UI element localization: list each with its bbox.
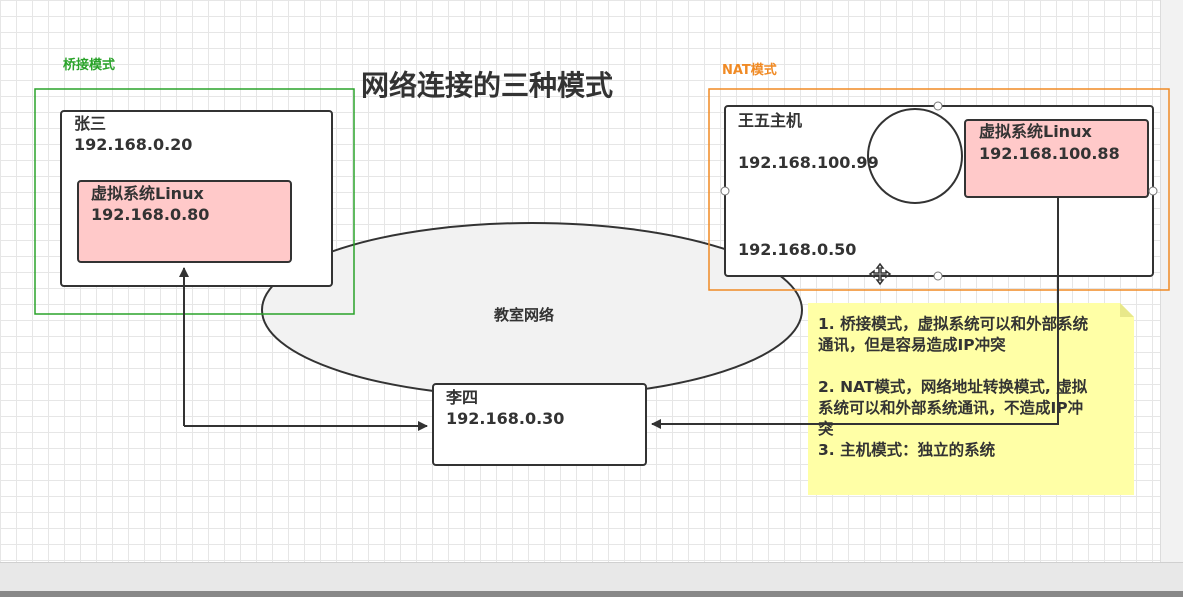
note-fold [1120,303,1134,317]
nat-connector[interactable] [651,197,1059,429]
zhangsan-name: 张三 [74,114,107,133]
wangwu-name: 王五主机 [738,111,803,130]
nat-mode-label: NAT模式 [722,63,777,78]
note-item2-line3: 突 [818,420,834,438]
move-cursor-icon [868,262,892,286]
selection-handle[interactable] [933,271,943,281]
classroom-network-label: 教室网络 [494,306,555,324]
wangwu-vm-name: 虚拟系统Linux [979,122,1092,141]
lisi-ip: 192.168.0.30 [446,409,565,428]
virtual-nic-circle[interactable] [867,108,963,204]
note-shape[interactable] [808,303,1134,495]
zhangsan-vm-box[interactable] [77,180,292,263]
page-title: 网络连接的三种模式 [361,69,614,102]
note-item2-line2: 系统可以和外部系统通讯，不造成IP冲 [818,399,1084,417]
wangwu-vm-ip: 192.168.100.88 [979,144,1120,163]
note-item1-line2: 通讯，但是容易造成IP冲突 [818,336,1006,354]
wangwu-vm-box[interactable] [964,119,1149,198]
wangwu-host-ip: 192.168.0.50 [738,240,857,259]
selection-handle[interactable] [933,101,943,111]
selection-handle[interactable] [720,186,730,196]
lisi-host-box[interactable] [432,383,647,466]
nat-mode-frame[interactable] [708,88,1170,291]
bridge-mode-label: 桥接模式 [63,58,116,73]
zhangsan-vm-name: 虚拟系统Linux [91,184,204,203]
bottom-toolbar [0,562,1183,597]
lisi-name: 李四 [446,388,479,407]
vertical-scrollbar[interactable] [1160,0,1183,562]
zhangsan-ip: 192.168.0.20 [74,135,193,154]
zhangsan-vm-ip: 192.168.0.80 [91,205,210,224]
note-item1-line1: 1. 桥接模式，虚拟系统可以和外部系统 [818,315,1089,333]
wangwu-virtual-ip: 192.168.100.99 [738,153,879,172]
note-item2-line1: 2. NAT模式，网络地址转换模式, 虚拟 [818,378,1088,396]
selection-handle[interactable] [1148,186,1158,196]
bridge-mode-frame[interactable] [34,88,355,315]
note-item3: 3. 主机模式：独立的系统 [818,441,996,459]
note-text: 1. 桥接模式，虚拟系统可以和外部系统 通讯，但是容易造成IP冲突 2. NAT… [818,314,1126,461]
